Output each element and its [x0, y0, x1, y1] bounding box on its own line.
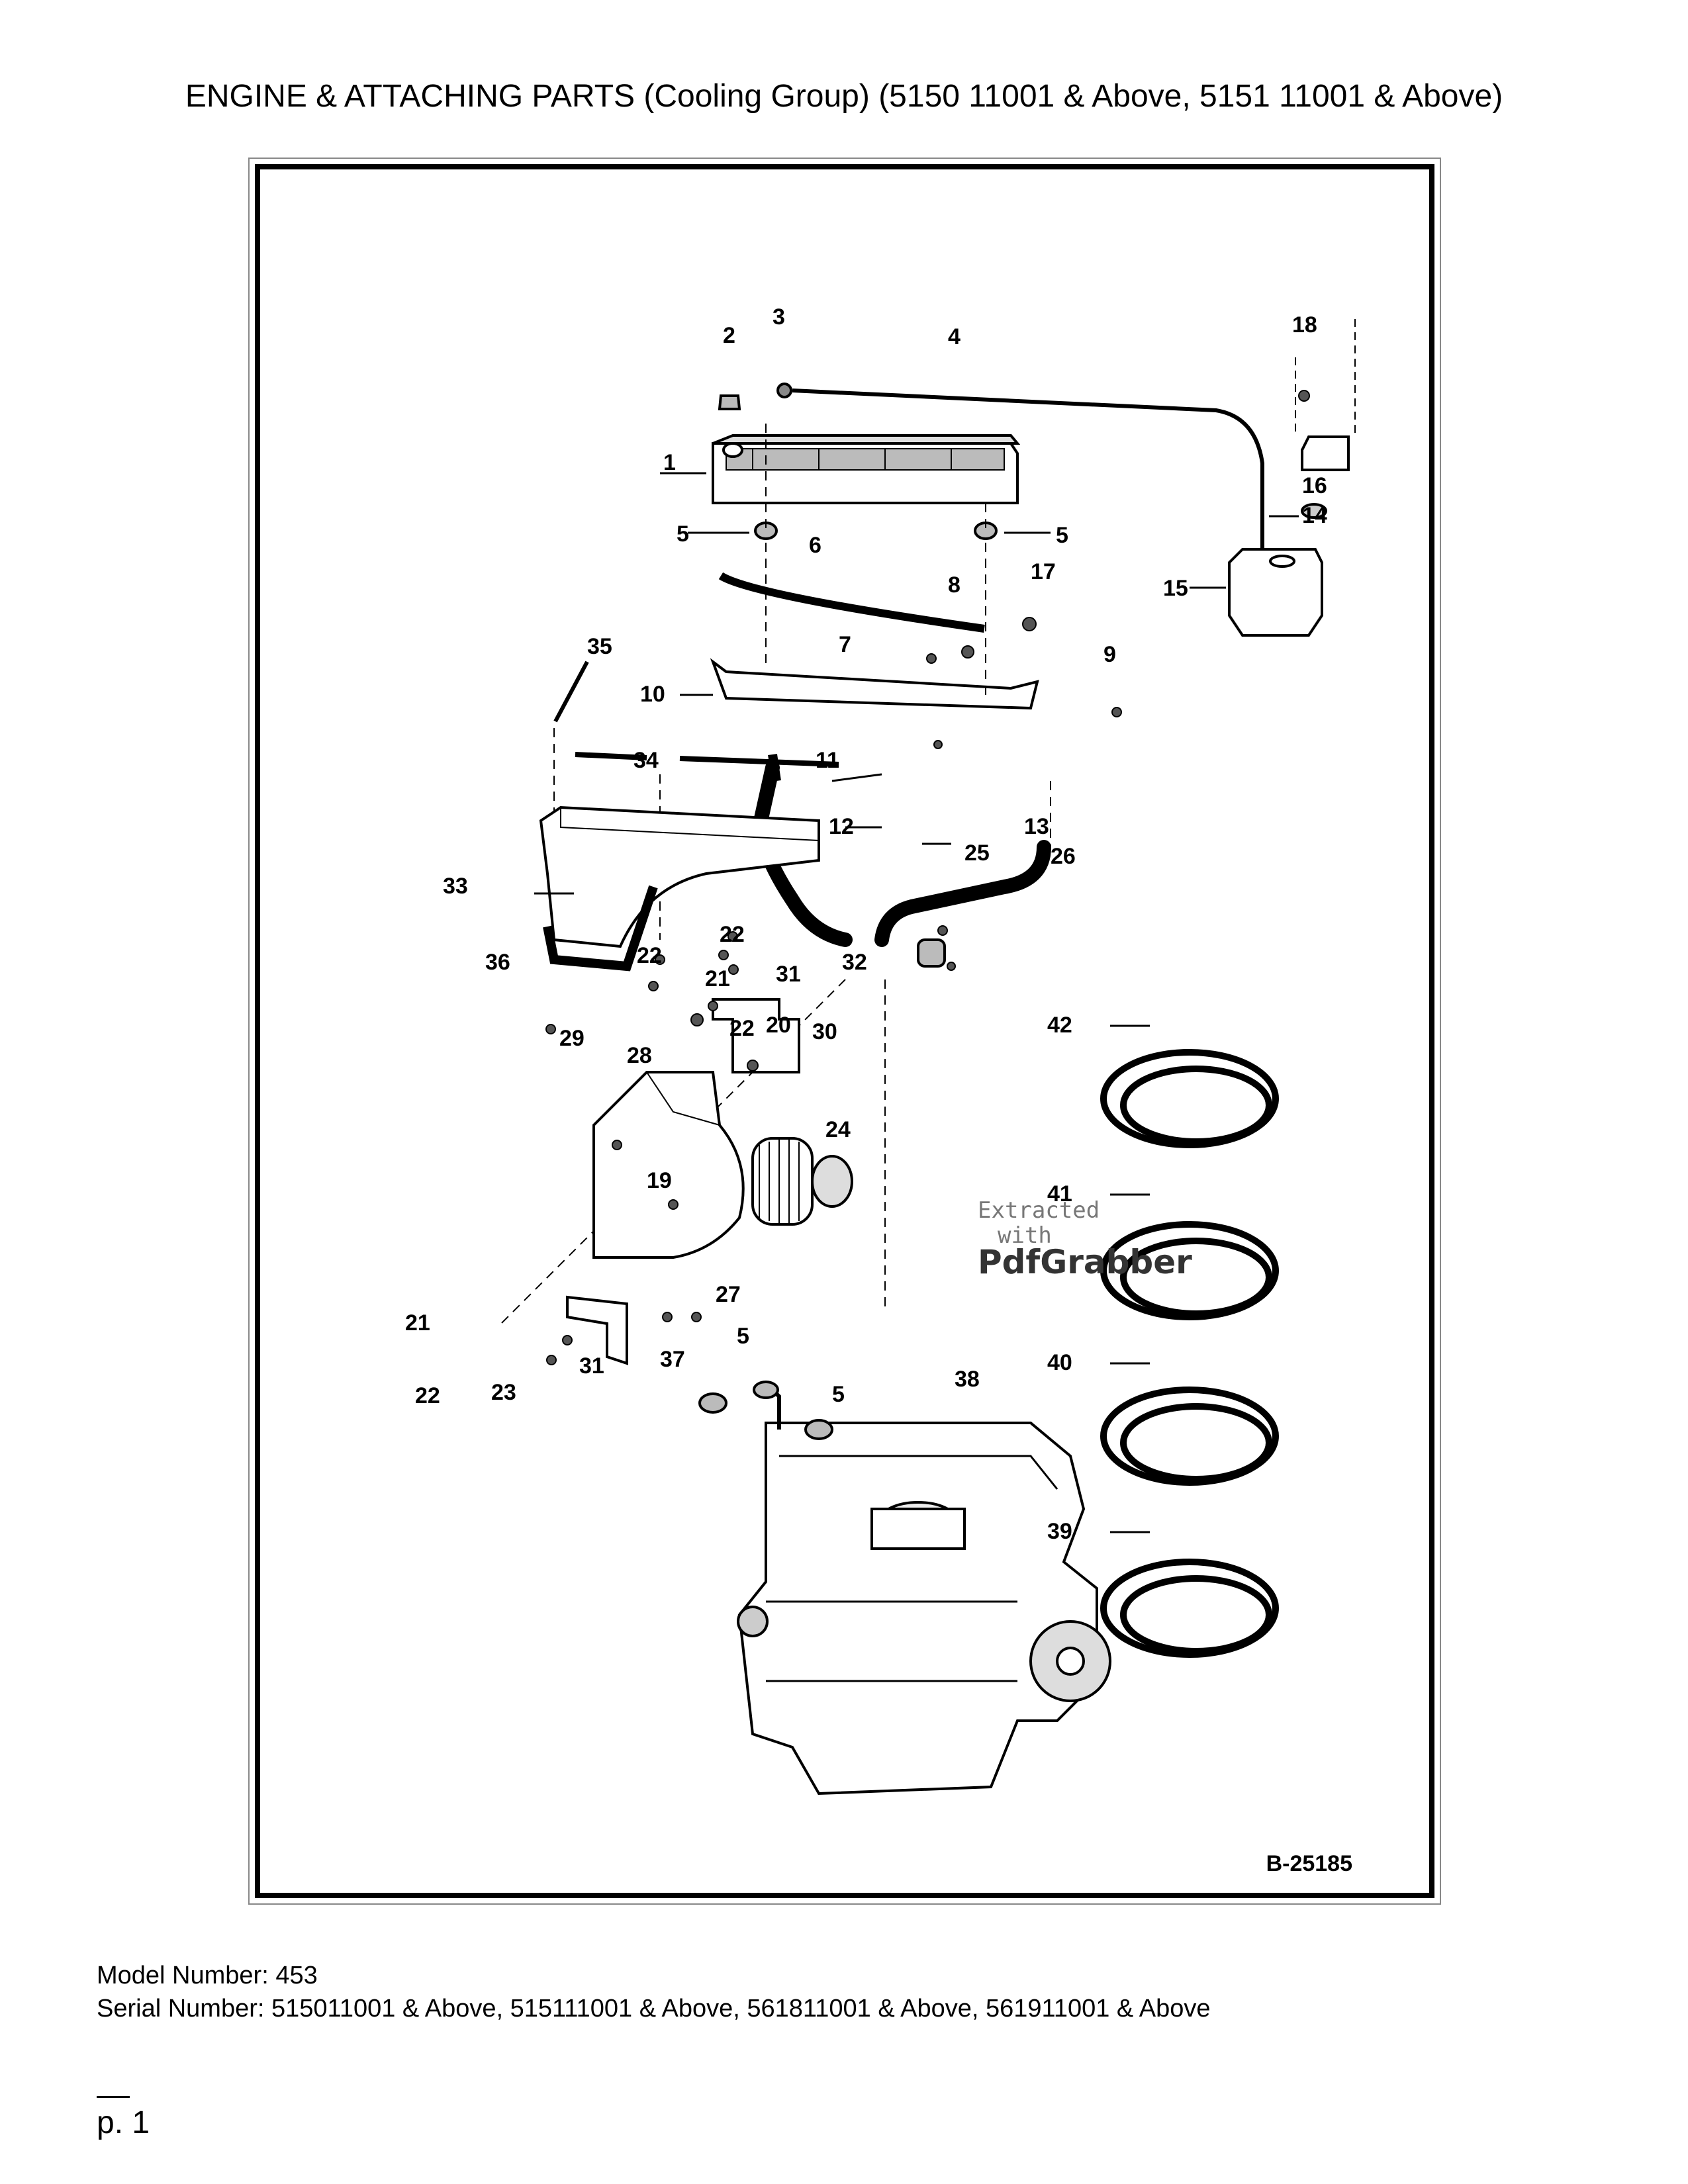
callout-31b: 31 [579, 1353, 604, 1379]
page-number: p. 1 [97, 2105, 150, 2140]
callout-22b: 22 [637, 943, 662, 968]
callout-20: 20 [766, 1013, 791, 1038]
callout-41: 41 [1047, 1181, 1072, 1206]
callout-24: 24 [825, 1117, 851, 1142]
callout-29: 29 [559, 1026, 585, 1051]
callout-18: 18 [1292, 312, 1317, 338]
figure-reference: B-25185 [1266, 1851, 1352, 1876]
callout-6: 6 [809, 533, 821, 558]
callout-23: 23 [491, 1380, 516, 1405]
callout-4: 4 [948, 324, 961, 349]
callout-16: 16 [1302, 473, 1327, 498]
callout-13: 13 [1024, 814, 1049, 839]
callout-5b: 5 [1056, 523, 1068, 548]
watermark-line-1: Extracted [978, 1197, 1100, 1224]
callout-17: 17 [1031, 559, 1056, 584]
callout-21a: 21 [705, 966, 730, 991]
callout-26: 26 [1051, 844, 1076, 869]
diagram-frame: 1 2 3 4 5 5 6 7 8 9 10 11 12 13 14 15 16… [248, 158, 1441, 1905]
radiator [712, 434, 1021, 504]
callout-7: 7 [839, 632, 851, 657]
callout-5c: 5 [737, 1324, 749, 1349]
callout-31a: 31 [776, 962, 801, 987]
callout-25: 25 [964, 841, 990, 866]
engine [737, 1381, 1111, 1796]
callout-42: 42 [1047, 1013, 1072, 1038]
callout-10: 10 [640, 682, 665, 707]
callout-21b: 21 [405, 1310, 430, 1336]
callout-22d: 22 [415, 1383, 440, 1408]
callout-32: 32 [842, 950, 867, 975]
serial-number: Serial Number: 515011001 & Above, 515111… [97, 1995, 1211, 2023]
callout-19: 19 [647, 1168, 672, 1193]
watermark-brand: PdfGrabber [978, 1243, 1192, 1281]
callout-34: 34 [633, 748, 659, 773]
callout-1: 1 [663, 450, 676, 475]
callout-22a: 22 [720, 922, 745, 947]
callout-8: 8 [948, 572, 961, 598]
callout-2: 2 [723, 323, 735, 348]
callout-5a: 5 [677, 522, 689, 547]
callout-37: 37 [660, 1347, 685, 1372]
diagram-border [255, 164, 1434, 1898]
callout-30: 30 [812, 1019, 837, 1044]
page-rule [97, 2096, 130, 2098]
callout-28: 28 [627, 1043, 652, 1068]
callout-36: 36 [485, 950, 510, 975]
callout-40: 40 [1047, 1350, 1072, 1375]
callout-39: 39 [1047, 1519, 1072, 1544]
exploded-parts-diagram: 1 2 3 4 5 5 6 7 8 9 10 11 12 13 14 15 16… [405, 304, 1356, 1796]
callout-22c: 22 [729, 1016, 755, 1041]
callout-3: 3 [773, 304, 785, 330]
callout-12: 12 [829, 814, 854, 839]
callout-15: 15 [1163, 576, 1188, 601]
callout-38: 38 [955, 1367, 980, 1392]
footer: Model Number: 453 Serial Number: 5150110… [97, 1959, 1210, 2025]
page-title: ENGINE & ATTACHING PARTS (Cooling Group)… [185, 79, 1503, 114]
callout-11: 11 [816, 748, 839, 773]
model-number: Model Number: 453 [97, 1962, 318, 1989]
callout-5d: 5 [832, 1382, 845, 1407]
callout-33: 33 [443, 874, 468, 899]
callout-9: 9 [1103, 642, 1116, 667]
callout-labels: 1 2 3 4 5 5 6 7 8 9 10 11 12 13 14 15 16… [405, 304, 1327, 1544]
callout-35: 35 [587, 634, 612, 659]
watermark-line-2: with [998, 1222, 1052, 1249]
callout-27: 27 [716, 1282, 741, 1307]
callout-14: 14 [1302, 503, 1327, 528]
pdfgrabber-watermark: Extracted with PdfGrabber [978, 1197, 1192, 1281]
